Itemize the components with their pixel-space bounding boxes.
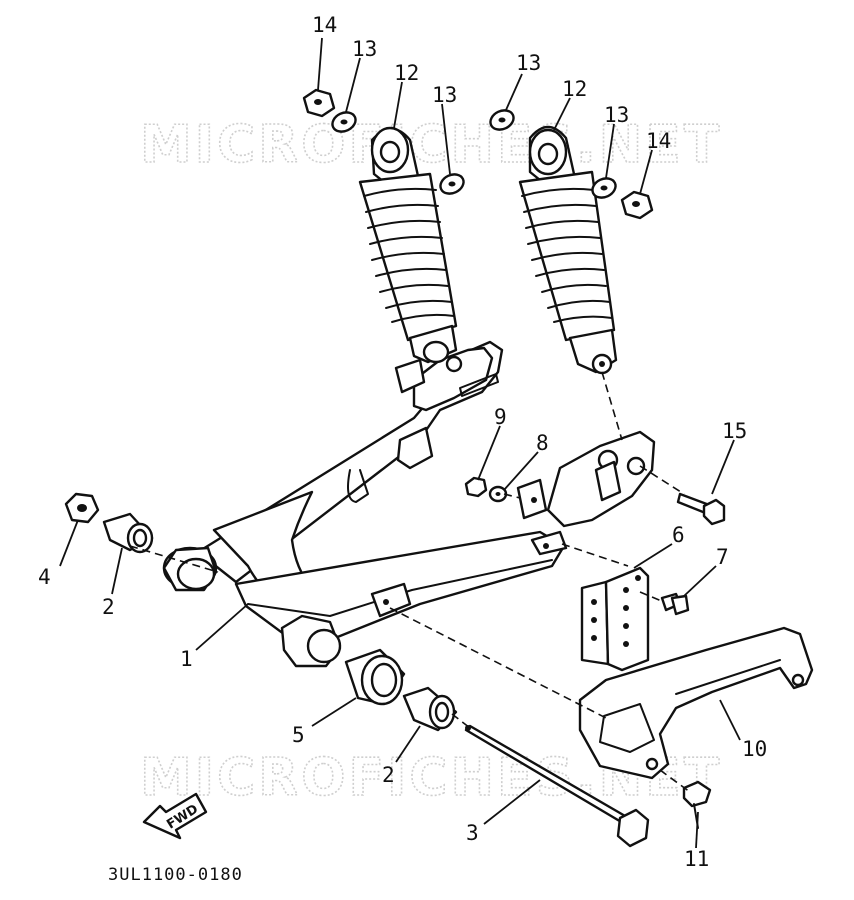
callout-12-right: 12 <box>562 77 587 101</box>
callout-13-d: 13 <box>604 103 629 127</box>
nut-14-right <box>620 190 654 220</box>
callout-4: 4 <box>38 565 51 589</box>
bolt-15 <box>676 492 726 526</box>
callout-13-b: 13 <box>432 83 457 107</box>
callout-12-left: 12 <box>394 61 419 85</box>
bracket-6 <box>580 566 650 672</box>
chain-guard-10 <box>578 626 814 780</box>
callout-14-left: 14 <box>312 13 337 37</box>
rear-shock-left <box>358 126 458 364</box>
callout-2-upper: 2 <box>102 595 115 619</box>
washer-13-d <box>591 177 617 199</box>
nut-14-left <box>302 88 336 118</box>
rear-shock-right <box>518 125 618 375</box>
bolt-11 <box>682 780 712 829</box>
callout-6: 6 <box>672 523 685 547</box>
pivot-bosses <box>162 546 342 668</box>
pivot-shaft-3 <box>464 724 650 848</box>
callout-3: 3 <box>466 821 479 845</box>
callout-2-lower: 2 <box>382 763 395 787</box>
callout-9: 9 <box>494 405 507 429</box>
callout-14-right: 14 <box>646 129 671 153</box>
assembly-lines <box>129 371 691 793</box>
callout-13-c: 13 <box>516 51 541 75</box>
callout-15: 15 <box>722 419 747 443</box>
callout-7: 7 <box>716 545 729 569</box>
washer-13-a <box>331 111 357 133</box>
collar-5 <box>344 648 406 706</box>
watermark-top: MICROFICHES.NET <box>140 115 722 175</box>
washer-13-b <box>439 173 465 195</box>
leader-lines <box>59 37 741 849</box>
callout-1: 1 <box>180 647 193 671</box>
callout-11: 11 <box>684 847 709 871</box>
bushing-2-lower <box>402 686 458 732</box>
callout-13-a: 13 <box>352 37 377 61</box>
washer-13-c <box>489 109 515 131</box>
nut-9 <box>464 476 488 498</box>
bolt-7 <box>660 592 690 616</box>
bushing-2-upper <box>102 512 154 554</box>
callout-5: 5 <box>292 723 305 747</box>
cap-4 <box>64 492 100 524</box>
callout-8: 8 <box>536 431 549 455</box>
callout-10: 10 <box>742 737 767 761</box>
catalog-code: 3UL1100-0180 <box>108 865 243 885</box>
swingarm <box>196 340 656 642</box>
